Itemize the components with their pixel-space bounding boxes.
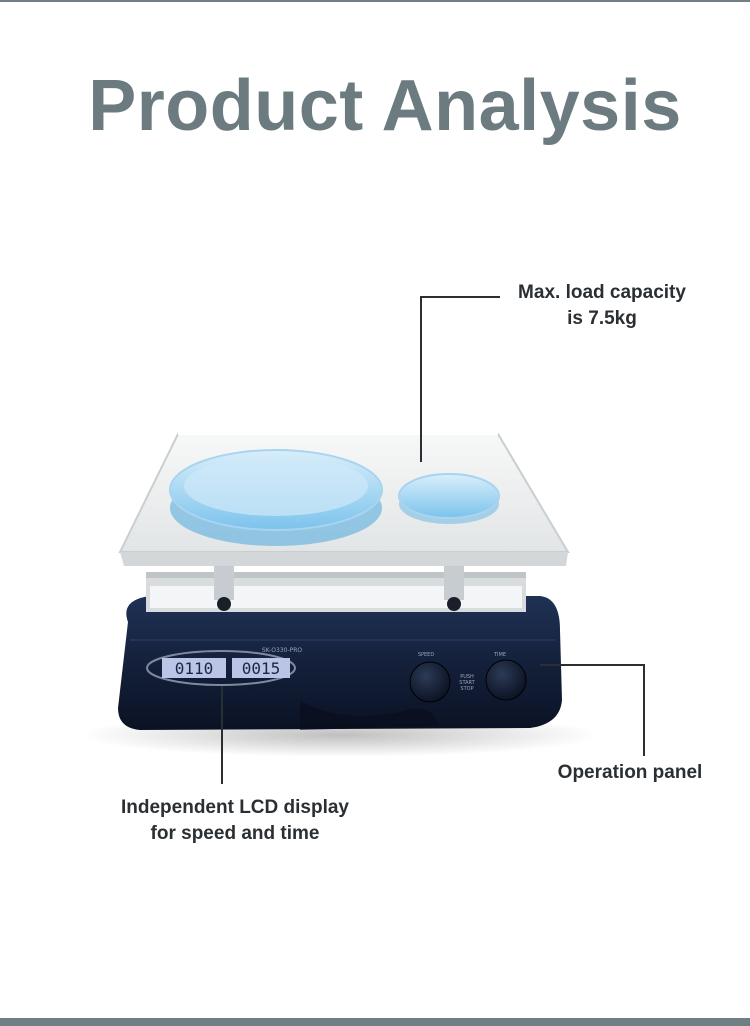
push-label-3: STOP [460,686,473,692]
operation-panel-callout: Operation panel [540,760,720,786]
device-base [118,596,562,730]
speed-readout: 0110 [175,659,214,678]
control-knobs: SPEED TIME PUSH START STOP [409,652,527,703]
small-petri-dish [398,473,500,524]
push-label-1: PUSH [460,674,474,680]
operation-panel-label: Operation panel [557,762,703,783]
time-knob [485,659,527,701]
time-readout: 0015 [242,659,281,678]
push-label-2: START [459,680,475,686]
lcd-display-line-2: for speed and time [150,823,320,844]
model-label: SK-O330-PRO [262,647,303,654]
load-callout-line-h [420,296,500,298]
top-rule [0,0,750,2]
load-capacity-line-2: is 7.5kg [567,308,637,329]
tray-brackets [214,556,464,611]
panel-callout-line-h [540,664,645,666]
speed-label: SPEED [418,652,435,658]
display-callout-line [221,686,223,784]
load-capacity-callout: Max. load capacity is 7.5kg [500,280,704,332]
bottom-accent-bar [0,1018,750,1026]
load-callout-line-v [420,296,422,462]
lcd-display-callout: Independent LCD display for speed and ti… [92,795,378,847]
lcd-panel: 0110 0015 SK-O330-PRO [146,647,303,686]
load-capacity-line-1: Max. load capacity [518,282,686,303]
time-label: TIME [493,652,506,658]
large-petri-dish [169,449,383,546]
speed-knob [409,661,451,703]
panel-callout-line-v [643,664,645,756]
page-title: Product Analysis [88,66,682,146]
lcd-display-line-1: Independent LCD display [120,797,350,818]
platform [146,572,526,612]
